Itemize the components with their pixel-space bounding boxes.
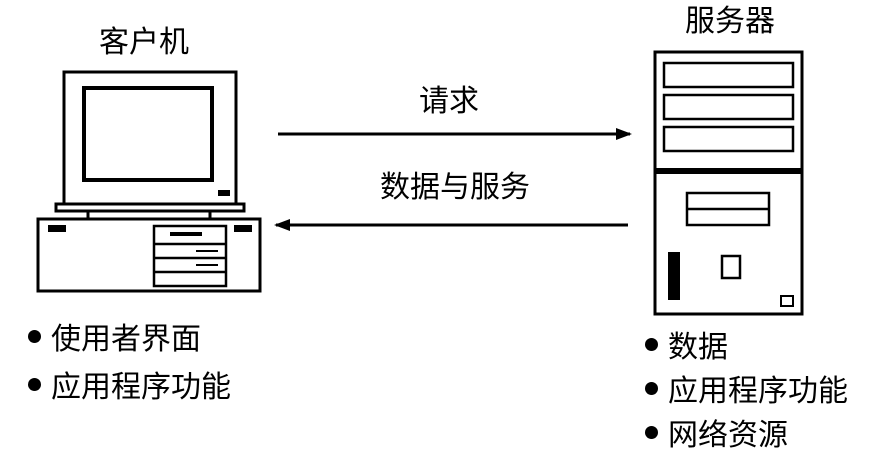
list-item: 网络资源 bbox=[645, 410, 848, 454]
bullet-icon bbox=[645, 381, 658, 395]
bullet-icon bbox=[645, 425, 658, 439]
bullet-icon bbox=[28, 377, 41, 391]
client-feature-1: 使用者界面 bbox=[51, 322, 201, 357]
server-feature-list: 数据 应用程序功能 网络资源 bbox=[645, 322, 848, 454]
server-tower-icon bbox=[653, 50, 804, 316]
client-title: 客户机 bbox=[99, 25, 189, 60]
list-item: 应用程序功能 bbox=[645, 366, 848, 410]
client-feature-2: 应用程序功能 bbox=[51, 370, 231, 405]
server-title: 服务器 bbox=[685, 4, 775, 39]
server-feature-1: 数据 bbox=[668, 330, 728, 365]
computer-icon bbox=[36, 70, 262, 293]
list-item: 数据 bbox=[645, 322, 848, 366]
list-item: 应用程序功能 bbox=[28, 360, 231, 408]
server-feature-2: 应用程序功能 bbox=[668, 374, 848, 409]
client-feature-list: 使用者界面 应用程序功能 bbox=[28, 312, 231, 408]
bullet-icon bbox=[28, 329, 41, 343]
request-label: 请求 bbox=[419, 84, 479, 119]
response-label: 数据与服务 bbox=[380, 170, 530, 205]
server-feature-3: 网络资源 bbox=[668, 418, 788, 453]
bullet-icon bbox=[645, 337, 658, 351]
list-item: 使用者界面 bbox=[28, 312, 231, 360]
